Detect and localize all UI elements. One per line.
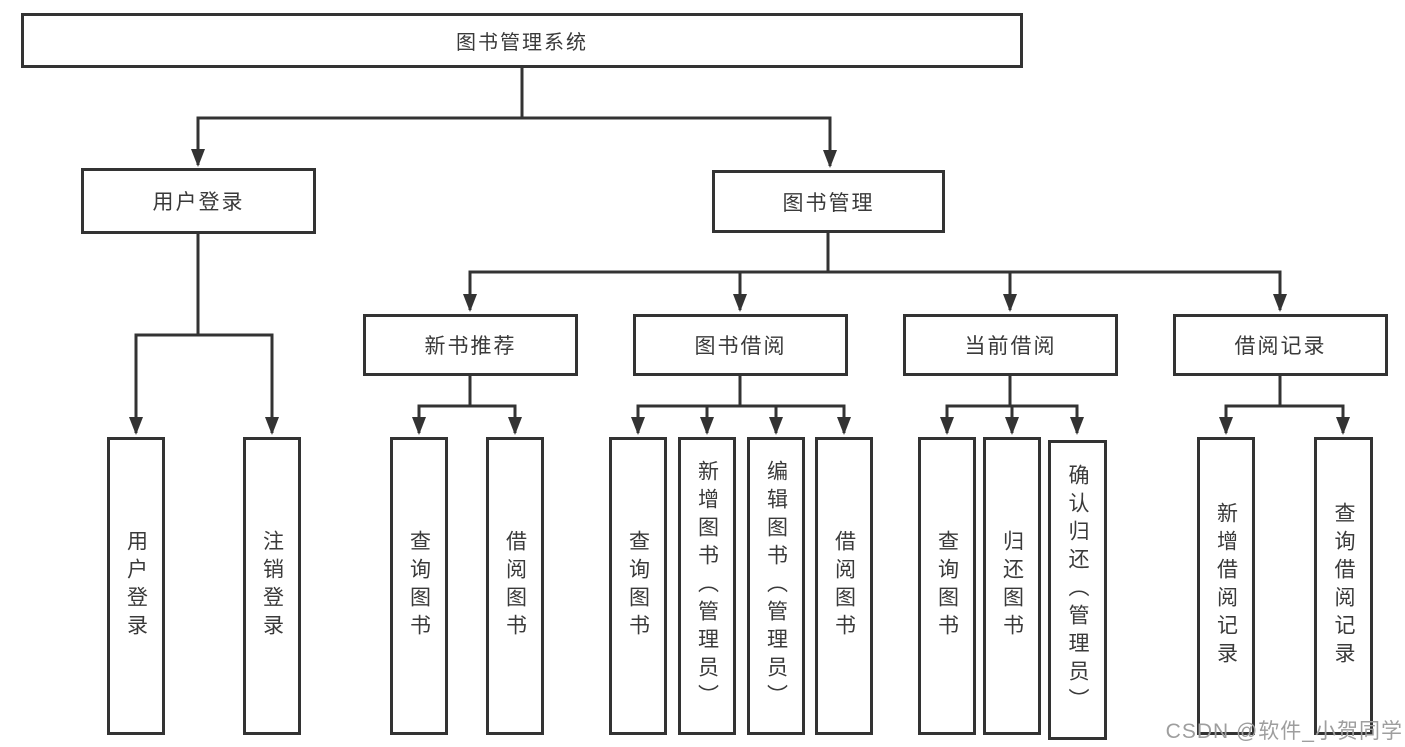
leaf-label: 借阅图书 — [503, 530, 527, 642]
node-new-book-recommendation: 新书推荐 — [363, 314, 578, 376]
leaf-label: 借阅图书 — [832, 530, 856, 642]
leaf-label: 新增借阅记录 — [1214, 502, 1238, 670]
leaf-borrow-books-recommend: 借阅图书 — [486, 437, 544, 735]
leaf-add-borrow-record: 新增借阅记录 — [1197, 437, 1255, 735]
leaf-label: 确认归还（管理员） — [1066, 464, 1089, 716]
node-current-borrowing: 当前借阅 — [903, 314, 1118, 376]
leaf-label: 注销登录 — [260, 530, 284, 642]
node-user-login-branch: 用户登录 — [81, 168, 316, 234]
leaf-query-books-current: 查询图书 — [918, 437, 976, 735]
node-book-management-branch: 图书管理 — [712, 170, 945, 233]
leaf-borrow-books: 借阅图书 — [815, 437, 873, 735]
leaf-label: 查询图书 — [407, 530, 431, 642]
leaf-label: 新增图书（管理员） — [695, 460, 719, 712]
leaf-query-borrow-record: 查询借阅记录 — [1314, 437, 1373, 735]
leaf-label: 编辑图书（管理员） — [764, 460, 788, 712]
leaf-label: 用户登录 — [124, 530, 148, 642]
node-book-borrowing: 图书借阅 — [633, 314, 848, 376]
leaf-edit-books-admin: 编辑图书（管理员） — [747, 437, 805, 735]
leaf-confirm-return-admin: 确认归还（管理员） — [1048, 440, 1107, 740]
leaf-return-books: 归还图书 — [983, 437, 1041, 735]
leaf-add-books-admin: 新增图书（管理员） — [678, 437, 736, 735]
leaf-label: 查询图书 — [626, 530, 650, 642]
leaf-query-books-borrow: 查询图书 — [609, 437, 667, 735]
leaf-logout: 注销登录 — [243, 437, 301, 735]
node-library-management-system: 图书管理系统 — [21, 13, 1023, 68]
csdn-watermark: CSDN @软件_小贺同学 — [1165, 720, 1403, 743]
leaf-label: 查询图书 — [935, 530, 959, 642]
leaf-query-books-recommend: 查询图书 — [390, 437, 448, 735]
leaf-label: 归还图书 — [1000, 530, 1024, 642]
node-borrowing-records: 借阅记录 — [1173, 314, 1388, 376]
leaf-user-login: 用户登录 — [107, 437, 165, 735]
leaf-label: 查询借阅记录 — [1332, 502, 1355, 670]
